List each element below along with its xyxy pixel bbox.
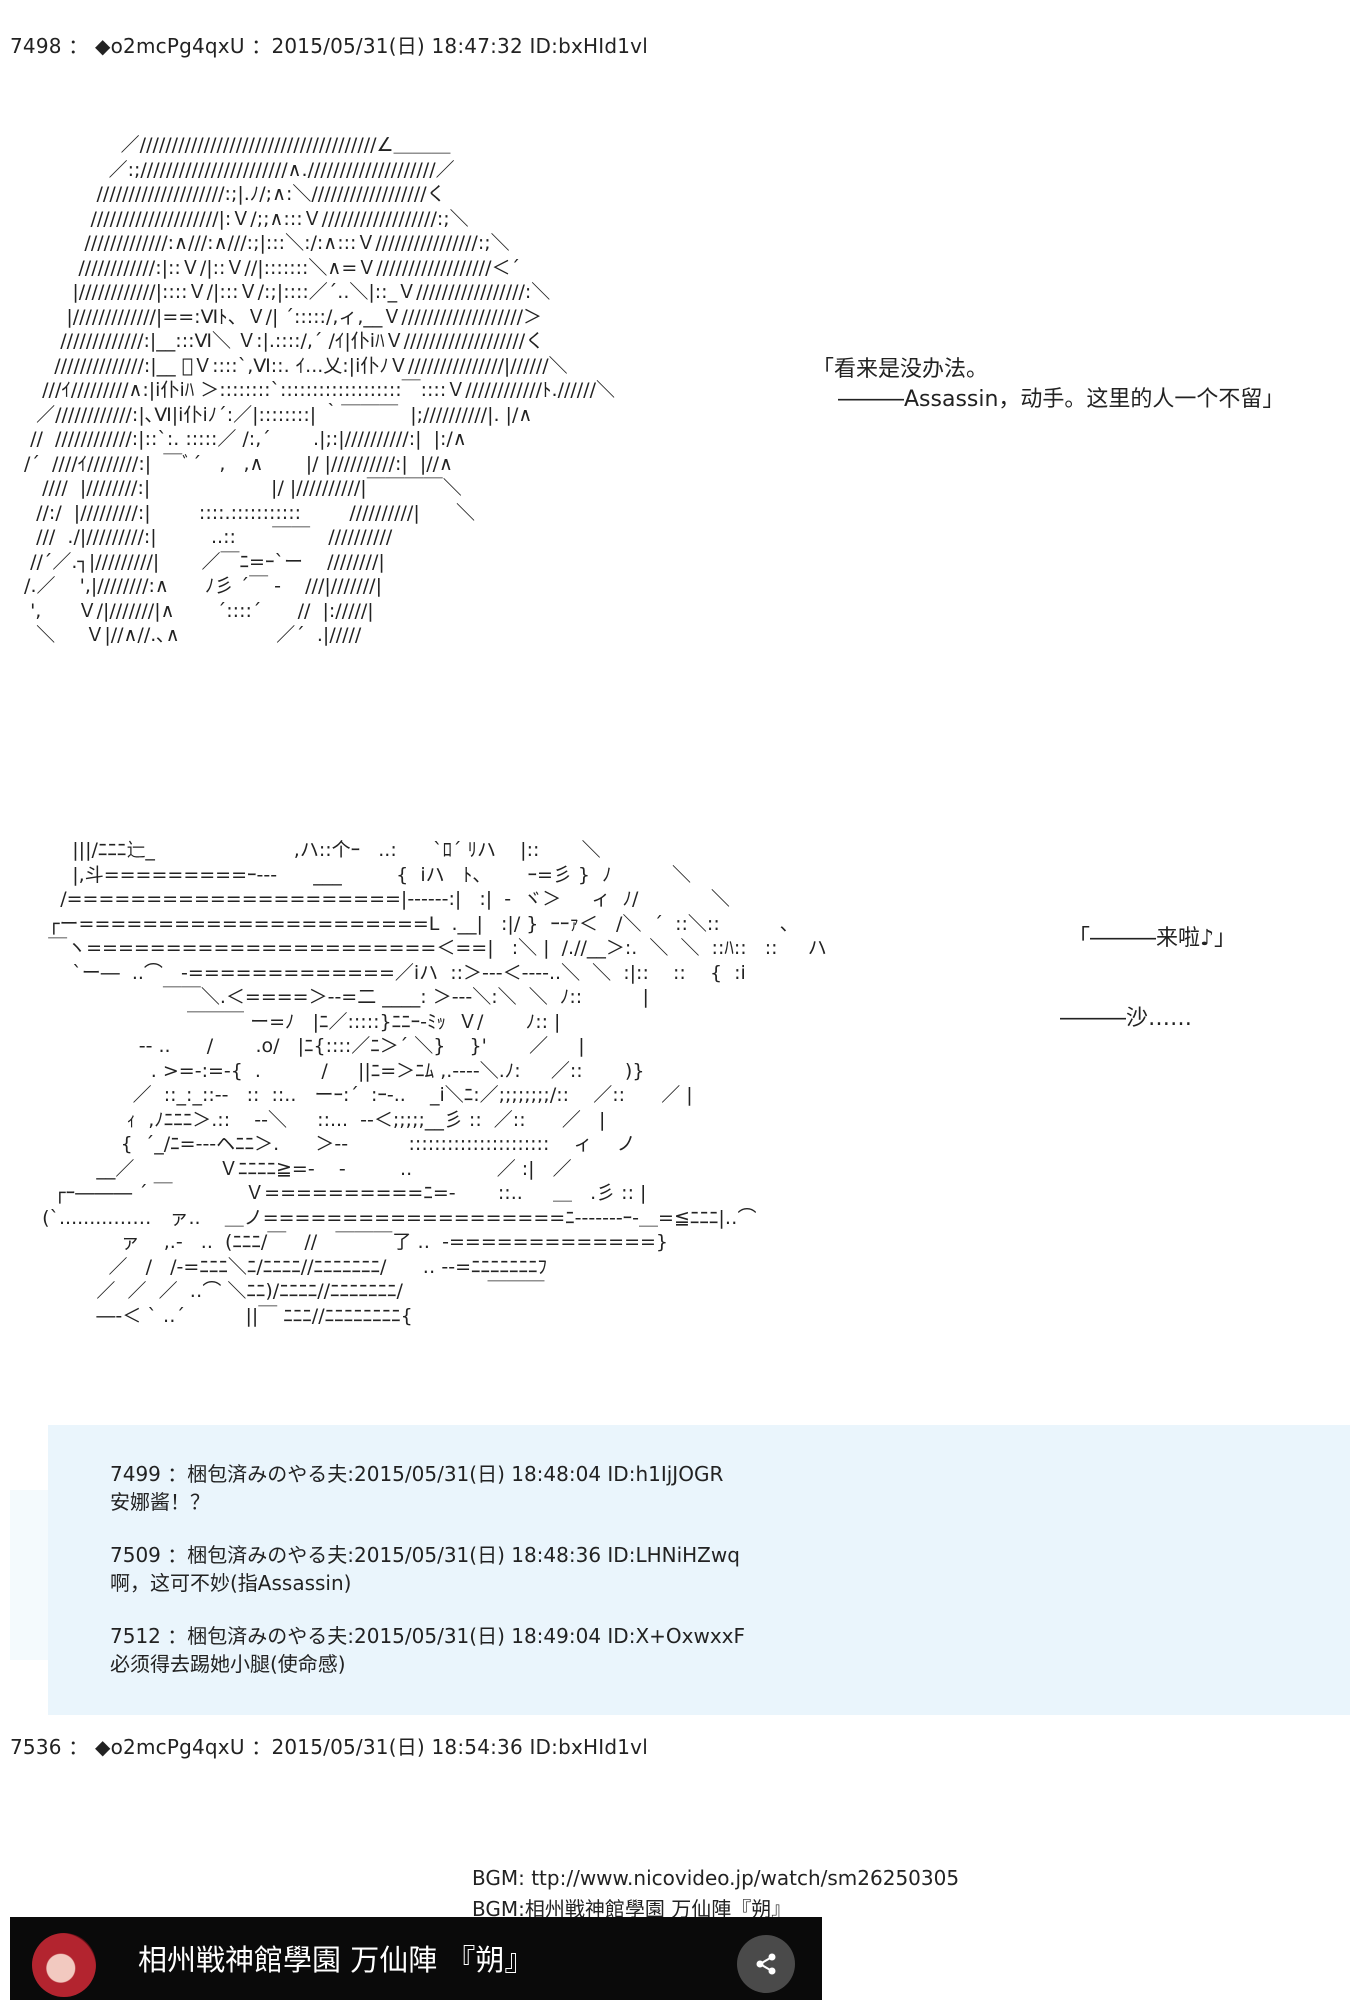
ascii-art-scene-2: |||/ﾆﾆﾆ辷_ ,ハ::个ｰ ..: `ﾛ´ ﾘハ |:: ＼ |,斗===… — [42, 839, 827, 1327]
dialog-line: 「看来是没办法。 — [812, 357, 989, 382]
video-embed[interactable]: 相州戦神館學園 万仙陣 『朔』 — [10, 1917, 822, 2000]
post-header: 7498 ： ◆o2mcPg4qxU ：2015/05/31(日) 18:47:… — [10, 34, 648, 58]
reply-box-edge — [10, 1490, 48, 1660]
share-icon — [756, 1953, 776, 1975]
reply-header: 7512 ：梱包済みのやる夫:2015/05/31(日) 18:49:04 ID… — [110, 1624, 746, 1648]
reply-header: 7509 ：梱包済みのやる夫:2015/05/31(日) 18:48:36 ID… — [110, 1543, 740, 1567]
dialog-line: ―――沙…… — [1060, 1006, 1193, 1031]
post-header: 7536 ： ◆o2mcPg4qxU ：2015/05/31(日) 18:54:… — [10, 1735, 648, 1759]
video-title[interactable]: 相州戦神館學園 万仙陣 『朔』 — [138, 1943, 534, 1977]
reply-box — [48, 1425, 1350, 1715]
reply-header: 7499 ：梱包済みのやる夫:2015/05/31(日) 18:48:04 ID… — [110, 1462, 724, 1486]
avatar — [32, 1933, 96, 1997]
bgm-link[interactable]: BGM: ttp://www.nicovideo.jp/watch/sm2625… — [472, 1866, 960, 1890]
share-button[interactable] — [737, 1935, 795, 1993]
dialog-line: 「―――来啦♪」 — [1068, 926, 1237, 951]
reply-body: 必须得去踢她小腿(使命感) — [110, 1652, 346, 1676]
reply-body: 安娜酱！？ — [110, 1490, 210, 1514]
ascii-art-scene-1: ／/////////////////////////////////////∠＿… — [24, 134, 615, 646]
reply-body: 啊，这可不妙(指Assassin) — [110, 1571, 352, 1595]
dialog-line: ―――Assassin，动手。这里的人一个不留」 — [838, 387, 1285, 412]
